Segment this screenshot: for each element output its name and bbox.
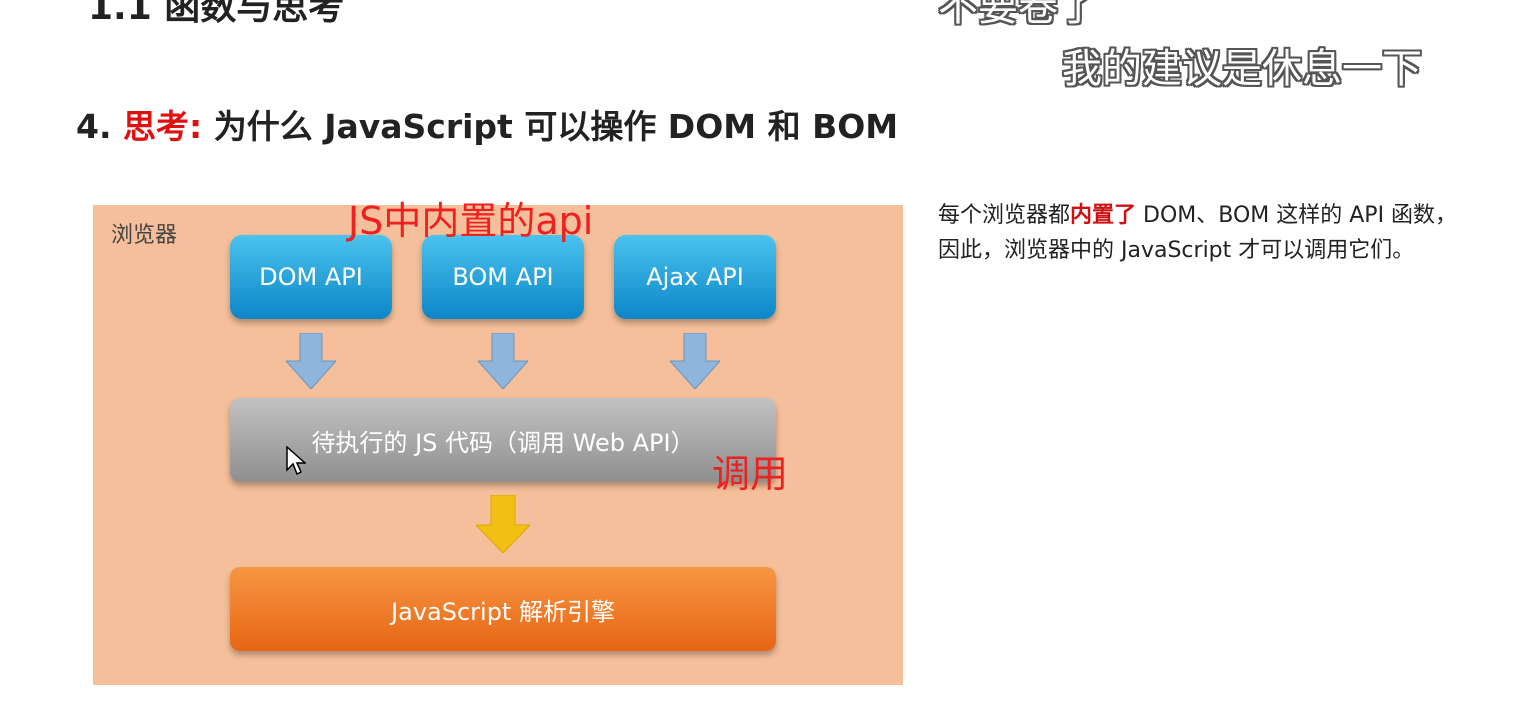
arrow-down-icon xyxy=(478,333,528,389)
annotation-call: 调用 xyxy=(712,452,789,496)
arrow-down-icon xyxy=(476,495,530,553)
explanation-text: 每个浏览器都内置了 DOM、BOM 这样的 API 函数，因此，浏览器中的 Ja… xyxy=(938,198,1458,268)
explanation-suffix: DOM、BOM 这样的 API 函数，因此，浏览器中的 JavaScript 才… xyxy=(938,203,1458,263)
heading-number: 4. xyxy=(76,107,112,146)
subtitle-line-1: 不要卷了 xyxy=(938,0,1098,30)
subtitle-line-2: 我的建议是休息一下 xyxy=(1062,46,1422,92)
explanation-highlight: 内置了 xyxy=(1070,203,1137,228)
bom-api-box: BOM API xyxy=(422,235,584,319)
section-heading: 4. 思考: 为什么 JavaScript 可以操作 DOM 和 BOM xyxy=(76,100,898,148)
js-code-box: 待执行的 JS 代码（调用 Web API） xyxy=(230,398,776,482)
annotation-builtin-api: JS中内置的api xyxy=(348,199,594,243)
dom-api-box: DOM API xyxy=(230,235,392,319)
heading-accent: 思考: xyxy=(123,107,203,146)
browser-container: 浏览器 DOM API BOM API Ajax API 待执行的 JS 代码（… xyxy=(93,205,903,685)
explanation-prefix: 每个浏览器都 xyxy=(938,203,1071,228)
ajax-api-box: Ajax API xyxy=(614,235,776,319)
heading-text: 为什么 JavaScript 可以操作 DOM 和 BOM xyxy=(213,107,899,146)
arrow-down-icon xyxy=(670,333,720,389)
mouse-cursor-icon xyxy=(286,446,306,476)
previous-section-heading: 1.1 函数与思考 xyxy=(88,0,345,28)
browser-label: 浏览器 xyxy=(111,223,178,248)
arrow-down-icon xyxy=(286,333,336,389)
js-engine-box: JavaScript 解析引擎 xyxy=(230,567,776,651)
